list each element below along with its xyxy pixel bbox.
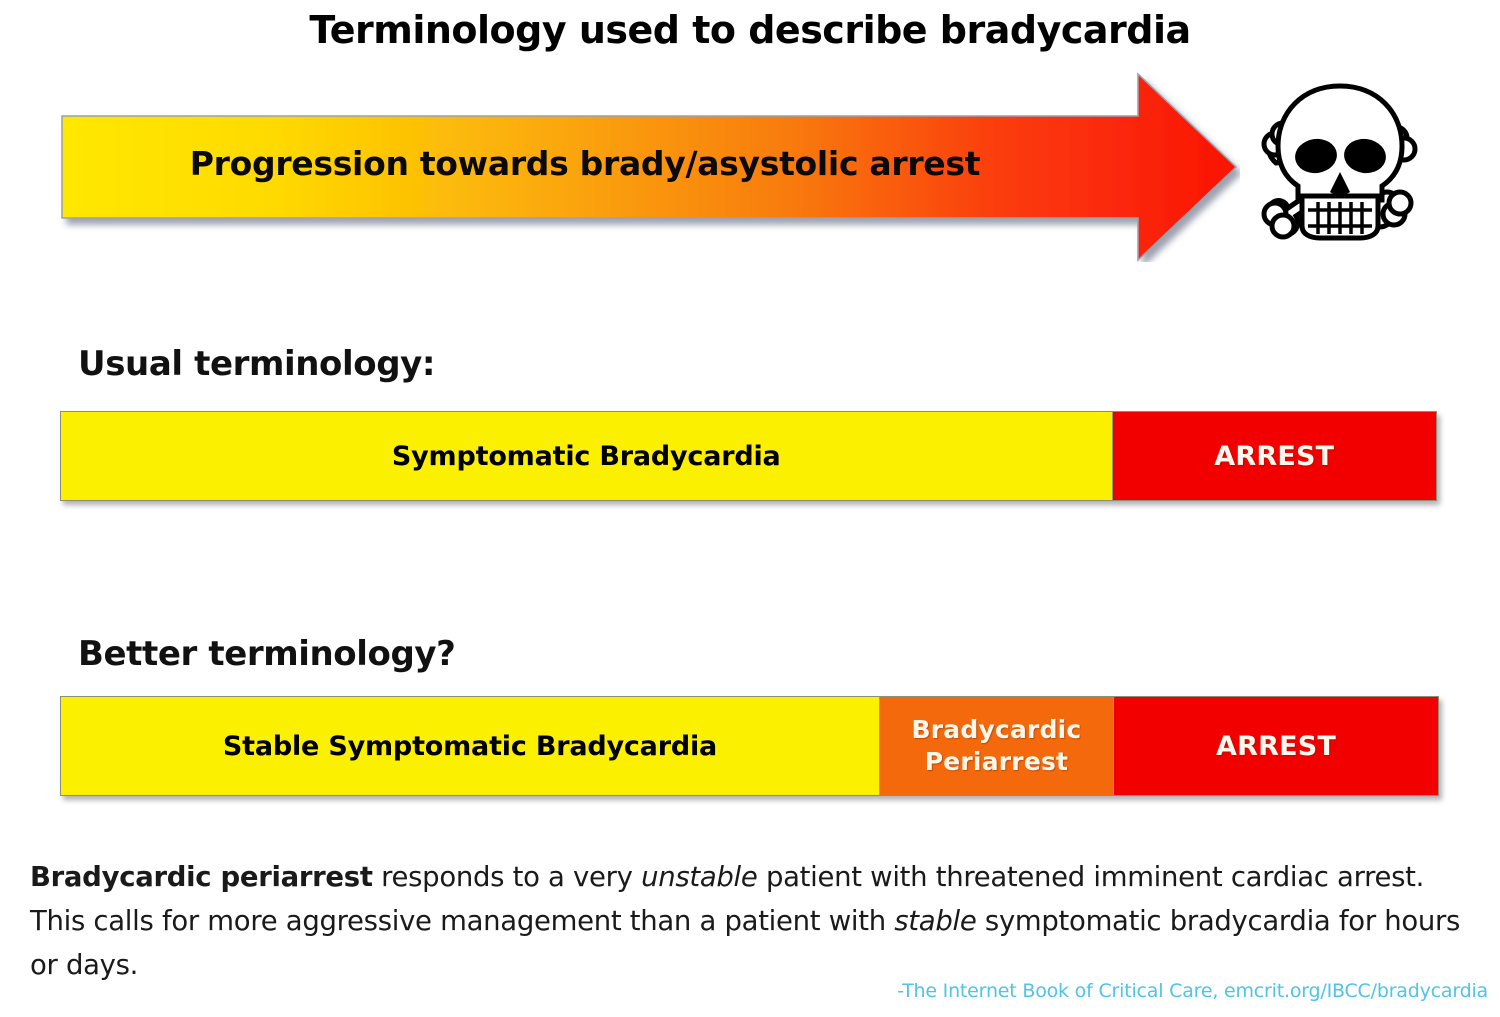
- bar-segment-arrest: ARREST: [1111, 412, 1436, 500]
- paragraph-bold-term: Bradycardic periarrest: [30, 861, 373, 893]
- bar-segment-symptomatic-bradycardia: Symptomatic Bradycardia: [61, 412, 1112, 500]
- progression-arrow-shape: [61, 72, 1238, 262]
- bar-segment-label: Symptomatic Bradycardia: [391, 440, 781, 472]
- paragraph-text-2: patient with threatened imminent cardiac…: [30, 861, 1425, 937]
- paragraph-text-3: symptomatic bradycardia for hours or day…: [30, 905, 1461, 981]
- explanatory-paragraph: Bradycardic periarrest responds to a ver…: [30, 855, 1480, 987]
- bar-segment-arrest: ARREST: [1113, 697, 1438, 795]
- better-terminology-bar: Stable Symptomatic Bradycardia Bradycard…: [60, 696, 1439, 796]
- paragraph-italic-unstable: unstable: [641, 861, 758, 893]
- paragraph-italic-stable: stable: [894, 905, 977, 937]
- section-heading-usual: Usual terminology:: [78, 344, 436, 384]
- progression-arrow: Progression towards brady/asystolic arre…: [60, 72, 1240, 262]
- page-title: Terminology used to describe bradycardia: [309, 8, 1191, 52]
- paragraph-text-1: responds to a very: [372, 861, 642, 893]
- skull-and-crossbones-graphic: [1261, 83, 1418, 241]
- bar-segment-stable-symptomatic-bradycardia: Stable Symptomatic Bradycardia: [61, 697, 879, 795]
- bar-segment-label-group: Bradycardic Periarrest: [912, 714, 1082, 778]
- bar-segment-label: Stable Symptomatic Bradycardia: [222, 730, 718, 762]
- bar-segment-label-line2: Periarrest: [924, 747, 1069, 776]
- bar-segment-label-line1: Bradycardic: [911, 715, 1082, 744]
- citation-source: -The Internet Book of Critical Care, emc…: [897, 980, 1488, 1002]
- bar-segment-label: ARREST: [1216, 730, 1336, 762]
- usual-terminology-bar: Symptomatic Bradycardia ARREST: [60, 411, 1437, 501]
- bar-segment-bradycardic-periarrest: Bradycardic Periarrest: [878, 697, 1114, 795]
- bar-segment-label: ARREST: [1214, 440, 1335, 472]
- skull-and-crossbones-icon: [1248, 68, 1433, 258]
- section-heading-better: Better terminology?: [78, 634, 456, 674]
